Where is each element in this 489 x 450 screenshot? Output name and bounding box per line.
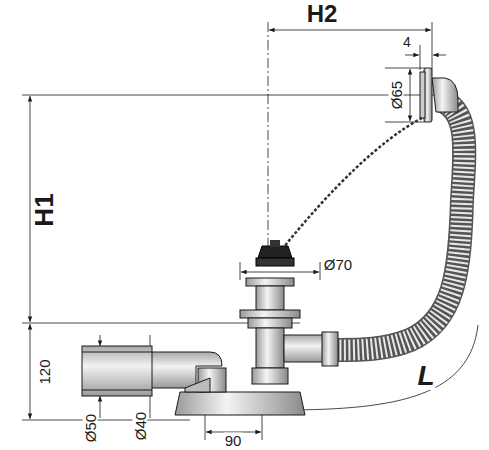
- dimension-label: H1: [31, 192, 57, 227]
- diameter-label: Ø65: [389, 80, 404, 110]
- dimension-label: 90: [224, 433, 243, 448]
- diameter-label: Ø40: [133, 411, 148, 441]
- length-label: L: [416, 362, 435, 390]
- dimension-label: 120: [37, 358, 52, 385]
- diameter-label: Ø50: [83, 413, 98, 443]
- dimension-label: 4: [402, 35, 412, 49]
- diameter-label: Ø70: [323, 257, 353, 272]
- dimension-label: H2: [306, 2, 339, 26]
